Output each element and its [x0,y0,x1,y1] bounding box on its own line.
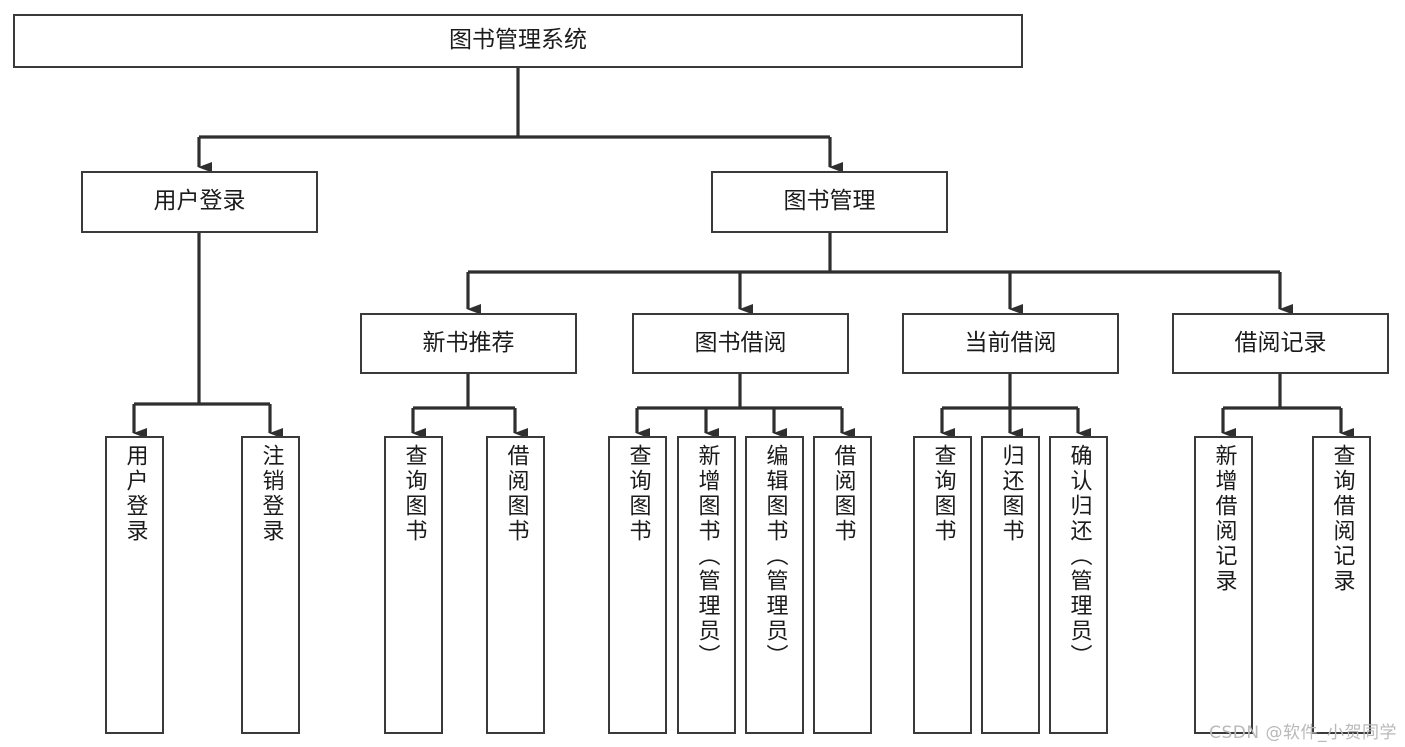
leaf-query-book-rec-label: 查询图书 [401,444,427,544]
node-new-book-rec[interactable]: 新书推荐 [360,313,577,374]
node-user-login[interactable]: 用户登录 [81,171,318,233]
leaf-add-book-label: 新增图书（管理员） [694,444,720,669]
leaf-edit-book-label: 编辑图书（管理员） [762,444,788,669]
leaf-borrow-book-label: 借阅图书 [830,444,856,544]
leaf-return-book-label: 归还图书 [998,444,1024,544]
node-book-borrow-label: 图书借阅 [694,329,787,356]
node-new-book-rec-label: 新书推荐 [422,329,515,356]
leaf-confirm-return-label: 确认归还（管理员） [1066,444,1092,669]
leaf-query-book-rec[interactable]: 查询图书 [384,436,443,734]
leaf-borrow-book-rec[interactable]: 借阅图书 [486,436,545,734]
leaf-user-login[interactable]: 用户登录 [105,436,164,734]
leaf-add-book[interactable]: 新增图书（管理员） [677,436,736,734]
node-book-borrow[interactable]: 图书借阅 [632,313,849,374]
node-borrow-record[interactable]: 借阅记录 [1172,313,1389,374]
node-book-manage-label: 图书管理 [783,188,876,215]
leaf-user-logout-label: 注销登录 [258,444,284,544]
leaf-query-book-borrow[interactable]: 查询图书 [608,436,667,734]
leaf-user-logout[interactable]: 注销登录 [241,436,300,734]
node-root-label: 图书管理系统 [449,27,587,54]
leaf-edit-book[interactable]: 编辑图书（管理员） [745,436,804,734]
leaf-query-book-borrow-label: 查询图书 [625,444,651,544]
leaf-confirm-return[interactable]: 确认归还（管理员） [1049,436,1108,734]
leaf-borrow-book-rec-label: 借阅图书 [503,444,529,544]
leaf-query-book-current[interactable]: 查询图书 [913,436,972,734]
node-user-login-label: 用户登录 [153,188,246,215]
node-book-manage[interactable]: 图书管理 [711,171,948,233]
node-current-borrow-label: 当前借阅 [964,329,1057,356]
leaf-query-record-label: 查询借阅记录 [1329,444,1355,594]
leaf-add-record[interactable]: 新增借阅记录 [1194,436,1253,734]
leaf-query-book-current-label: 查询图书 [930,444,956,544]
node-current-borrow[interactable]: 当前借阅 [902,313,1119,374]
node-root[interactable]: 图书管理系统 [13,14,1023,68]
leaf-return-book[interactable]: 归还图书 [981,436,1040,734]
node-borrow-record-label: 借阅记录 [1234,329,1327,356]
leaf-query-record[interactable]: 查询借阅记录 [1312,436,1371,734]
leaf-user-login-label: 用户登录 [122,444,148,544]
leaf-borrow-book[interactable]: 借阅图书 [813,436,872,734]
csdn-watermark: CSDN @软件_小贺同学 [1209,723,1397,743]
leaf-add-record-label: 新增借阅记录 [1211,444,1237,594]
